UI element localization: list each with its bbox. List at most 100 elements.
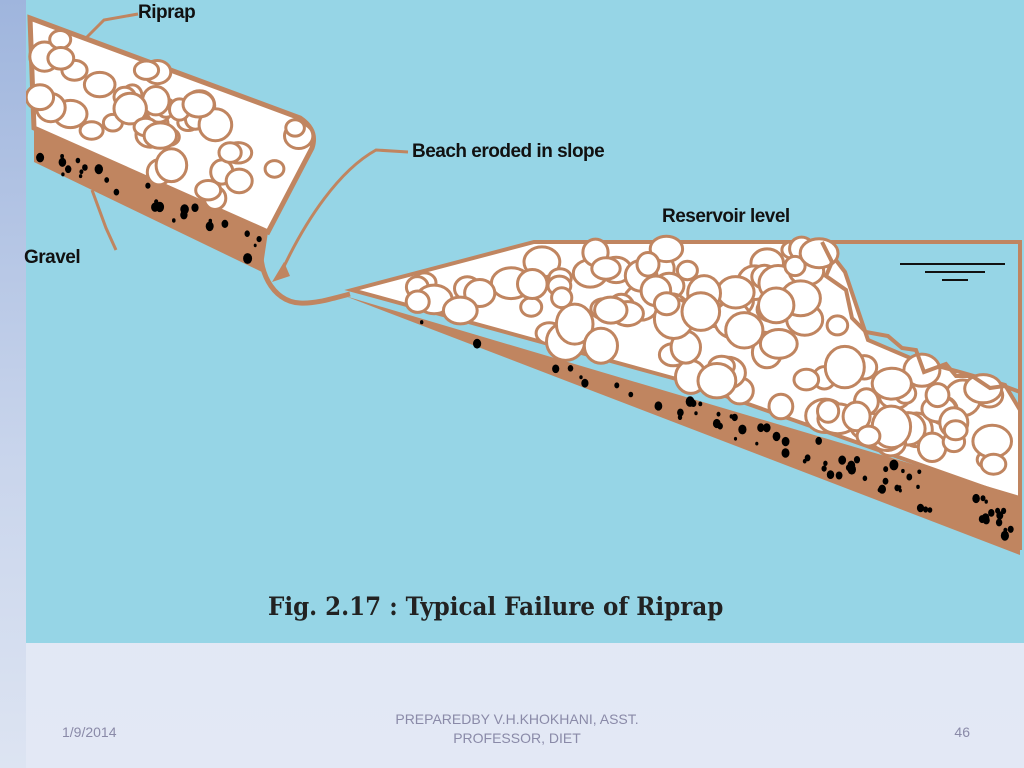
beach-eroded-label: Beach eroded in slope (412, 141, 605, 162)
footer-author: PREPAREDBY V.H.KHOKHANI, ASST. PROFESSOR… (382, 710, 652, 748)
gravel-particle (113, 188, 120, 196)
gravel-particle (78, 174, 83, 179)
riprap-stone (263, 159, 286, 179)
riprap-stone (648, 234, 685, 264)
riprap-stone (181, 90, 216, 119)
footer-date: 1/9/2014 (62, 724, 117, 740)
gravel-particle (244, 230, 250, 237)
gravel-particle (628, 391, 634, 398)
riprap-stone (550, 286, 574, 310)
riprap-stone (924, 382, 951, 409)
gravel-particle (243, 253, 253, 264)
footer-page-number: 46 (954, 724, 970, 740)
riprap-stone (217, 141, 243, 164)
gravel-particle (898, 488, 902, 493)
riprap-stone (554, 302, 595, 346)
riprap-stone (154, 147, 189, 184)
riprap-stone (971, 423, 1014, 459)
gravel-particle (972, 493, 980, 504)
riprap-stone (767, 392, 795, 421)
gravel-particle (698, 401, 703, 407)
gravel-particle (988, 509, 995, 517)
gravel-particle (36, 152, 45, 163)
riprap-stone (757, 286, 796, 325)
gravel-particle (901, 468, 905, 474)
riprap-failure-edge (820, 241, 1021, 394)
gravel-particle (906, 473, 913, 481)
riprap-stone (825, 314, 850, 337)
riprap-stone (963, 373, 1004, 405)
gravel-particle (1000, 530, 1010, 541)
gravel-particle (995, 518, 1003, 527)
riprap-stone (593, 295, 629, 325)
gravel-particle (847, 460, 856, 470)
riprap-stone (855, 424, 882, 448)
gravel-particles (36, 152, 1014, 541)
gravel-particle (862, 475, 868, 482)
gravel-particle (581, 378, 589, 388)
gravel-particle (205, 221, 214, 232)
gravel-particle (65, 165, 72, 174)
gravel-particle (420, 320, 424, 325)
upper-riprap-stones (26, 29, 315, 211)
footer-author-line-1: PREPAREDBY V.H.KHOKHANI, ASST. (395, 711, 639, 727)
reservoir-level-label: Reservoir level (662, 206, 790, 227)
riprap-stone (48, 29, 73, 50)
gravel-particle (757, 423, 765, 433)
gravel-particle (208, 218, 213, 224)
riprap-stone (194, 179, 223, 202)
gravel-particle (853, 456, 861, 464)
riprap-stone (783, 254, 807, 278)
gravel-particle (677, 408, 684, 417)
riprap-stone (516, 268, 549, 300)
riprap-stone (635, 250, 661, 278)
gravel-particle (145, 182, 151, 189)
gravel-particle (802, 458, 807, 464)
erosion-arrow-head (272, 262, 290, 282)
gravel-particle (821, 465, 827, 472)
gravel-particle (82, 164, 88, 171)
gravel-particle (755, 441, 759, 446)
gravel-particle (894, 484, 900, 492)
riprap-failure-figure: Riprap Beach eroded in slope Reservoir l… (24, 0, 1024, 643)
gravel-particle (823, 460, 828, 466)
gravel-particle (253, 243, 257, 248)
gravel-particle (694, 411, 698, 416)
gravel-particle (980, 495, 986, 502)
riprap-stone (652, 291, 681, 317)
gravel-particle (815, 436, 822, 445)
riprap-stone (404, 289, 431, 314)
gravel-particle (982, 516, 990, 525)
riprap-stone (519, 296, 544, 318)
riprap-stone (979, 452, 1008, 476)
label-leader-lines (82, 12, 409, 276)
riprap-stone (758, 328, 799, 360)
gravel-particle (995, 507, 1001, 514)
gravel-particle (75, 157, 81, 164)
beach-erosion-curve (258, 239, 351, 306)
footer-author-line-2: PROFESSOR, DIET (453, 730, 581, 746)
gravel-particle (838, 455, 847, 465)
figure-caption: Fig. 2.17 : Typical Failure of Riprap (268, 592, 724, 621)
water-level-symbol (900, 263, 1005, 281)
riprap-stone (82, 70, 117, 99)
riprap-stone (26, 83, 56, 112)
riprap-stone (142, 121, 179, 150)
riprap-stone (696, 362, 738, 400)
gravel-particle (579, 375, 583, 380)
gravel-particle (94, 164, 104, 175)
gravel-particle (882, 477, 889, 485)
lower-gravel-layer (345, 296, 1020, 555)
gravel-particle (677, 414, 683, 420)
gravel-particle (717, 422, 723, 430)
gravel-particle (781, 448, 790, 458)
gravel-particle (221, 219, 229, 228)
riprap-stone (916, 431, 948, 463)
gravel-particle (61, 172, 65, 177)
gravel-particle (733, 436, 738, 441)
riprap-stone (284, 118, 306, 138)
gravel-particle (473, 338, 482, 349)
riprap-stone (942, 419, 969, 442)
gravel-particle (763, 423, 771, 433)
riprap-stone (590, 256, 622, 281)
